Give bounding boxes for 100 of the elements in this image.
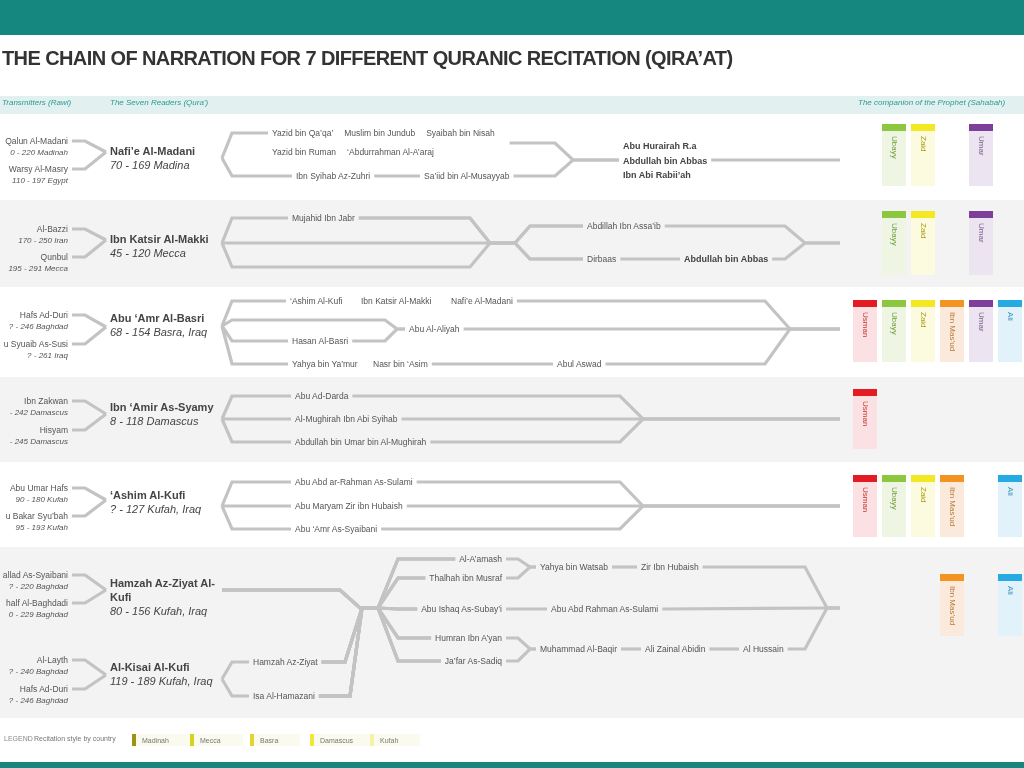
companion-card: Zaid [911,124,935,186]
companion-card: Ibn Mas’ud [940,475,964,537]
chain-line [605,327,840,366]
narrator-name: Isa Al-Hamazani [253,690,315,702]
chain-line [430,417,840,444]
companion-card: Usman [853,300,877,362]
transmitter-name: Hafs Ad-Duri [18,309,68,321]
narrator-name: Abu Ishaq As-Subay’i [421,603,502,615]
reader-name: Ibn Katsir Al-Makki [110,232,210,246]
reader-dates: ? - 127 Kufah, Iraq [110,502,203,517]
narrator-name: Sa’iid bin Al-Musayyab [424,170,510,182]
narrator-name: ‘Abdurrahman Al-A’araj [347,147,434,157]
chain-line [620,257,680,261]
narrator-name: Abu Hurairah R.a [623,140,698,153]
transmitter-dates: 170 - 250 Iran [18,235,68,247]
chain-line [220,660,249,680]
narrator-name: Yahya bin Watsab [540,561,609,573]
companion-card: Umar [969,211,993,275]
chain-line [222,417,291,421]
companion-card: Ali [998,300,1022,362]
chain-line [787,606,840,651]
transmitter-name: Warsy Al-Masry [8,163,68,175]
chain-line [220,505,291,531]
reader-name: Hamzah Az-Ziyat Al-Kufi [110,576,216,604]
chain-line [220,241,583,269]
companion-card: Ubayy [882,124,906,186]
narrator-name: Hasan Al-Basri [292,335,349,347]
column-heading: The Seven Readers (Qura’) [110,98,209,107]
chain-line [72,573,107,592]
reader-dates: 68 - 154 Basra, Iraq [110,325,209,340]
narrator-name: Nasr bin ‘Asim [373,358,428,370]
transmitter-name: half Al-Baghdadi [6,597,68,609]
transmitter-dates: ? - 246 Baghdad [8,321,68,333]
narrator-name: Nafi’e Al-Madani [451,295,513,307]
reader-name: ‘Ashim Al-Kufi [110,488,187,502]
transmitter-name: Hisyam [38,424,68,436]
transmitter-name: Qunbul [39,251,68,263]
companion-card: Ubayy [882,300,906,362]
narrator-name: Ibn Katsir Al-Makki [361,295,432,307]
companion-card: Zaid [911,300,935,362]
column-heading: Transmitters (Rawi) [2,98,72,107]
narrator-name: Abu Al-Aliyah [409,323,460,335]
narrator-name: Ibn Abi Rabii’ah [623,169,692,182]
chain-line [72,486,107,502]
chain-line [72,399,107,416]
narrator-name: Abdullah bin Abbas [684,253,769,266]
narrator-name: Abu ‘Amr As-Syaibani [295,523,378,535]
reader-name: Ibn ‘Amir As-Syamy [110,400,215,414]
chain-line [506,565,536,580]
companion-card: Ali [998,574,1022,636]
chain-line [374,174,420,178]
chain-line [72,412,107,432]
chain-line [220,131,268,159]
companion-card: Umar [969,124,993,186]
column-heading: The companion of the Prophet (Sahabah) [858,98,1006,107]
narrator-name: Yazid bin Qa’qa’ [272,128,334,138]
transmitter-name: u Syuaib As-Susi [3,338,68,350]
narrator-name: ‘Ashim Al-Kufi [290,295,343,307]
narrator-name: Abdillah Ibn Assa’ib [587,220,661,232]
transmitter-dates: ? - 261 Iraq [26,350,68,362]
chain-line [72,313,107,329]
narrator-name: Thalhah ibn Musraf [429,572,502,584]
transmitter-name: Ibn Zakwan [23,395,68,407]
narrator-name: Al Hussain [743,643,784,655]
reader-name: Nafi’e Al-Madani [110,144,197,158]
narrator-name: Al-Mughirah Ibn Abi Syihab [295,413,398,425]
chain-line [612,565,637,569]
narrator-name: Abu Maryam Zir ibn Hubaish [295,500,403,512]
transmitter-dates: 95 - 193 Kufah [14,522,68,534]
reader-dates: 119 - 189 Kufah, Iraq [110,674,214,689]
companion-card: Ubayy [882,475,906,537]
companion-card: Ibn Mas’ud [940,574,964,636]
chain-line [220,299,286,327]
narrator-name: Al-A’amash [459,553,502,565]
companion-card: Zaid [911,475,935,537]
chain-line [72,498,107,518]
chain-line [220,325,288,366]
transmitter-dates: ? - 240 Baghdad [8,666,68,678]
chain-line [222,504,291,508]
chain-line [513,158,619,178]
companion-card: Zaid [911,211,935,275]
transmitter-dates: - 242 Damascus [9,407,68,419]
transmitter-name: Abu Umar Hafs [9,482,68,494]
chain-line [621,647,641,651]
chain-line [506,647,536,663]
chain-line [220,216,288,244]
chain-line [220,418,291,444]
companion-card: Usman [853,475,877,537]
narrator-name: Abul Aswad [557,358,602,370]
transmitter-dates: 0 - 229 Baghdad [7,609,68,621]
chain-line [709,647,739,651]
chain-line [772,241,840,261]
chain-line [72,238,107,259]
chain-line [222,224,583,245]
companion-card: Ubayy [882,211,906,275]
narrator-name: Abdullah bin Umar bin Al-Mughirah [295,436,427,448]
narrator-name: Abu Abd ar-Rahman As-Sulami [295,476,413,488]
transmitter-dates: ? - 220 Baghdad [7,581,68,593]
chain-line [72,658,107,677]
transmitter-dates: 110 - 197 Egypt [11,175,68,187]
